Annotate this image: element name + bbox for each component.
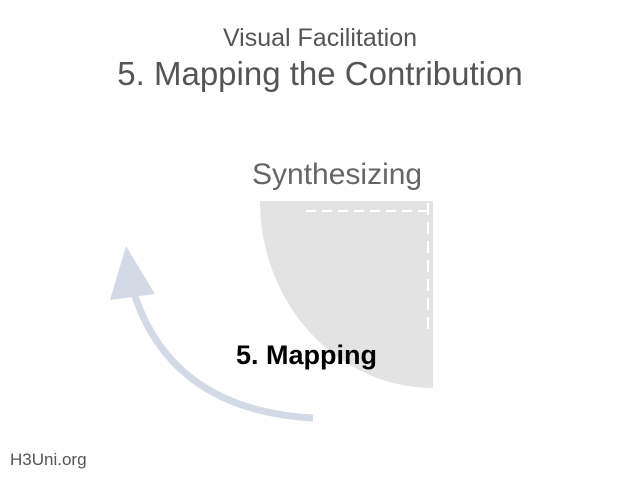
arrow-head-icon xyxy=(110,246,155,300)
footer-website: H3Uni.org xyxy=(10,450,87,469)
slide-subtitle: Visual Facilitation xyxy=(222,24,418,52)
step-label: 5. Mapping xyxy=(236,340,377,370)
stage-label: Synthesizing xyxy=(252,158,423,191)
slide-title: 5. Mapping the Contribution xyxy=(117,55,523,92)
curved-arrow-shaft xyxy=(129,288,314,422)
quadrant-shape xyxy=(260,201,433,388)
